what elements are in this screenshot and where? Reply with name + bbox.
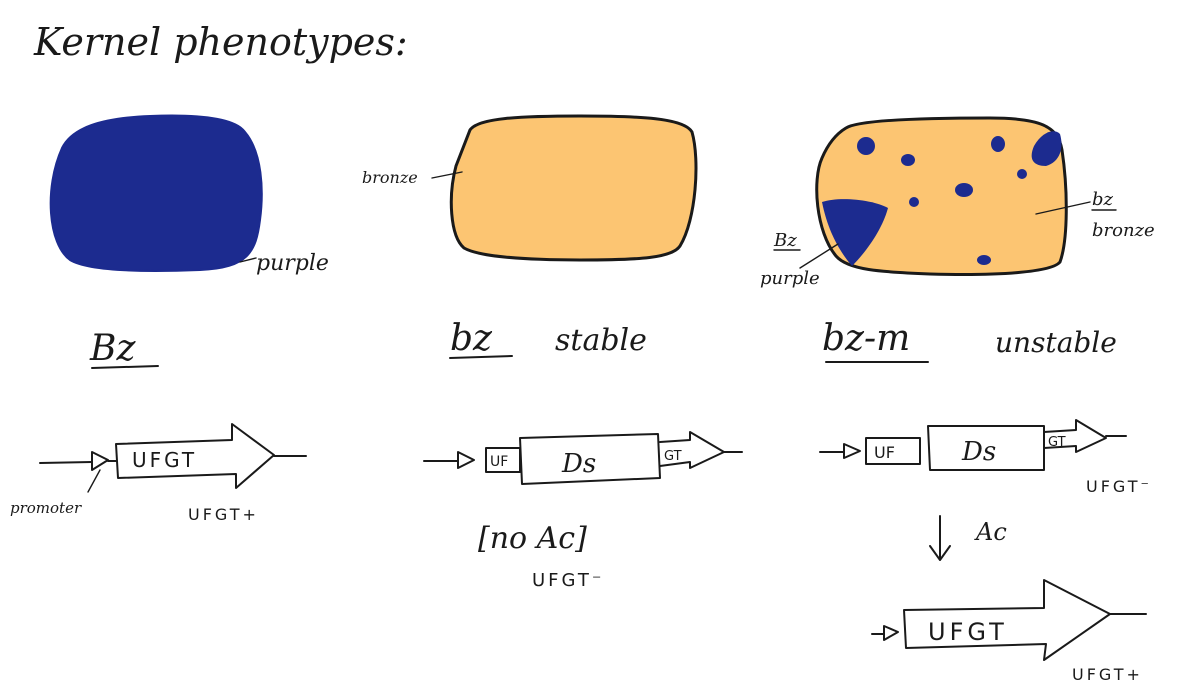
purple-spot: [857, 137, 875, 155]
background-genotype-label: bz: [1092, 189, 1114, 210]
purple-spot: [955, 183, 973, 197]
promoter-pointer: [88, 470, 100, 492]
phenotype-label: UFGT⁻: [532, 570, 604, 591]
diagram-title: Kernel phenotypes:: [33, 20, 408, 64]
promoter-arrow: [844, 444, 860, 458]
phenotype-label: UFGT⁻: [1086, 477, 1152, 496]
gt-label: GT: [664, 449, 682, 464]
purple-spot: [991, 136, 1005, 152]
bronze-kernel-shape: [451, 116, 696, 260]
restored-gene-name: UFGT: [928, 618, 1008, 646]
promoter-arrow: [458, 452, 474, 468]
stable-note: stable: [555, 323, 647, 358]
ds-label: Ds: [961, 437, 996, 467]
promoter-arrow: [884, 626, 898, 640]
genotype-Bz: Bz: [89, 328, 136, 369]
spot-genotype-label: Bz: [773, 230, 797, 251]
condition-label: [no Ac]: [478, 521, 587, 556]
purple-label: purple: [256, 251, 329, 276]
purple-spot: [977, 255, 991, 265]
kernel-bz-bronze: bronze bz stable: [362, 116, 696, 359]
gene-middle: UF Ds GT [no Ac] UFGT⁻: [424, 432, 742, 591]
purple-kernel-shape: [51, 116, 262, 271]
promoter-arrow: [92, 452, 108, 470]
purple-spot: [901, 154, 915, 166]
dna-line-left: [40, 462, 92, 463]
gene-left: UFGT promoter UFGT+: [10, 424, 306, 524]
uf-label: UF: [874, 443, 895, 462]
purple-spot: [909, 197, 919, 207]
gt-label: GT: [1048, 435, 1066, 450]
ds-label: Ds: [561, 449, 596, 479]
spot-color-label: purple: [760, 268, 820, 289]
purple-spot: [1017, 169, 1027, 179]
gene-right: UF Ds GT UFGT⁻ Ac UFGT UFGT+: [820, 420, 1152, 681]
uf-label: UF: [490, 454, 508, 470]
genotype-bz-m: bz-m: [822, 318, 910, 359]
phenotype-label: UFGT+: [188, 505, 259, 524]
unstable-note: unstable: [995, 326, 1117, 359]
genotype-bz: bz: [450, 318, 493, 359]
spot-label-pointer: [800, 244, 838, 268]
restored-phenotype-label: UFGT+: [1072, 665, 1143, 681]
bronze-label: bronze: [362, 168, 418, 187]
kernel-bz-m-spotted: Bz purple bz bronze bz-m unstable: [760, 118, 1155, 362]
promoter-label: promoter: [10, 499, 82, 517]
gene-name: UFGT: [132, 448, 197, 472]
kernel-bz-purple: purple Bz: [51, 116, 329, 369]
ac-label: Ac: [974, 518, 1007, 546]
background-color-label: bronze: [1092, 220, 1155, 241]
